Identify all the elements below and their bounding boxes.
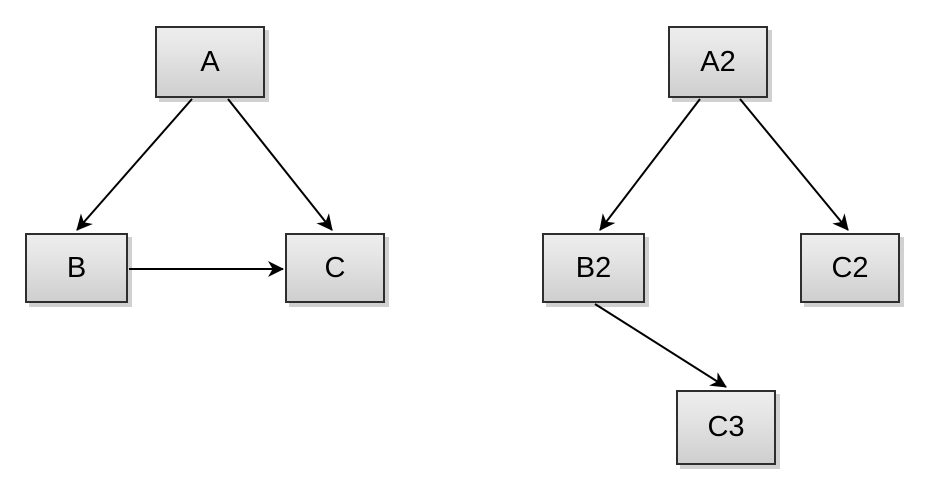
node-c3[interactable]: C3 (676, 390, 776, 465)
edge-a2-to-c2 (739, 98, 849, 231)
node-c[interactable]: C (285, 233, 385, 303)
edge-a-to-b (76, 98, 193, 231)
node-b[interactable]: B (25, 233, 128, 303)
edge-a2-to-b2 (599, 98, 701, 231)
node-label-c: C (324, 251, 346, 284)
node-label-a2: A2 (700, 45, 736, 78)
edge-a-to-c (227, 98, 333, 231)
node-label-a: A (200, 45, 220, 78)
node-b2[interactable]: B2 (542, 233, 645, 303)
node-label-c2: C2 (831, 251, 869, 284)
node-a2[interactable]: A2 (668, 26, 768, 98)
node-label-b2: B2 (575, 251, 612, 284)
node-label-b: B (66, 251, 87, 284)
node-label-c3: C3 (707, 411, 745, 443)
node-a[interactable]: A (155, 26, 265, 98)
edge-b2-to-c3 (594, 303, 727, 388)
node-c2[interactable]: C2 (800, 233, 900, 303)
